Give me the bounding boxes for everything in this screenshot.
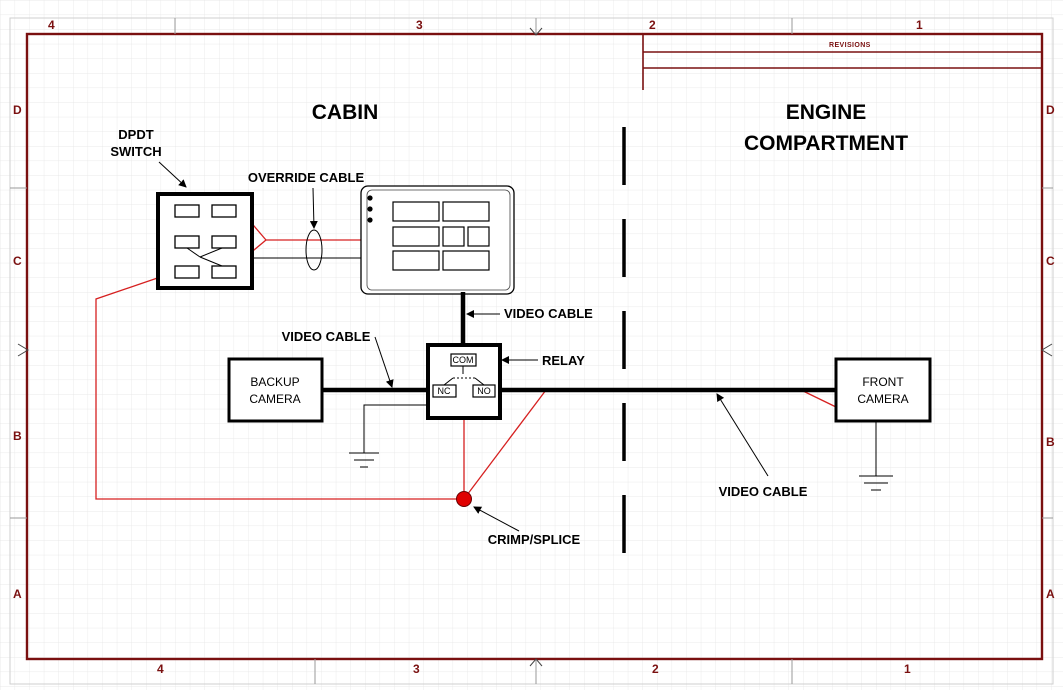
front-camera-label-1: FRONT [862, 375, 904, 389]
crimp-splice-label: CRIMP/SPLICE [488, 532, 581, 547]
dpdt-switch [156, 192, 254, 290]
zone-ticks [10, 18, 1053, 684]
outer-frame [9, 17, 1054, 685]
zone-right-c: C [1046, 254, 1055, 268]
backup-camera-label-2: CAMERA [249, 392, 300, 406]
zone-top-4: 4 [48, 18, 55, 32]
front-camera-label-2: CAMERA [857, 392, 908, 406]
revisions-block [642, 34, 1042, 90]
video-cables [322, 292, 836, 393]
zone-bottom-2: 2 [652, 662, 659, 676]
relay-label: RELAY [542, 353, 585, 368]
callout-arrows [158, 161, 769, 532]
region-engine-line1: ENGINE [786, 101, 867, 124]
video-cable-top-label: VIDEO CABLE [504, 306, 593, 321]
front-ground [859, 422, 893, 491]
video-cable-right-label: VIDEO CABLE [719, 484, 808, 499]
zone-right-b: B [1046, 435, 1055, 449]
zone-bottom-1: 1 [904, 662, 911, 676]
zone-right-a: A [1046, 587, 1055, 601]
display-monitor [360, 185, 515, 295]
zone-left-c: C [13, 254, 22, 268]
center-markers [17, 27, 1053, 667]
revisions-title: REVISIONS [829, 42, 871, 49]
zone-bottom-3: 3 [413, 662, 420, 676]
relay [426, 343, 502, 420]
zone-top-2: 2 [649, 18, 656, 32]
dpdt-switch-label-1: DPDT [118, 127, 153, 142]
backup-camera-box [227, 357, 324, 423]
region-engine-line2: COMPARTMENT [744, 132, 908, 155]
backup-camera-label-1: BACKUP [250, 375, 299, 389]
zone-bottom-4: 4 [157, 662, 164, 676]
dpdt-switch-label-2: SWITCH [110, 144, 161, 159]
front-camera-box [834, 357, 932, 423]
zone-left-a: A [13, 587, 22, 601]
relay-nc-label: NC [438, 386, 451, 396]
zone-top-1: 1 [916, 18, 923, 32]
zone-right-d: D [1046, 103, 1055, 117]
relay-no-label: NO [477, 386, 491, 396]
video-cable-left-label: VIDEO CABLE [282, 329, 371, 344]
override-cable-label: OVERRIDE CABLE [248, 170, 365, 185]
zone-top-3: 3 [416, 18, 423, 32]
region-cabin: CABIN [312, 101, 379, 124]
zone-left-d: D [13, 103, 22, 117]
backup-ground [349, 404, 428, 468]
relay-com-label: COM [453, 355, 474, 365]
zone-left-b: B [13, 429, 22, 443]
override-cable [252, 229, 361, 271]
crimp-splice-dot [456, 491, 472, 507]
